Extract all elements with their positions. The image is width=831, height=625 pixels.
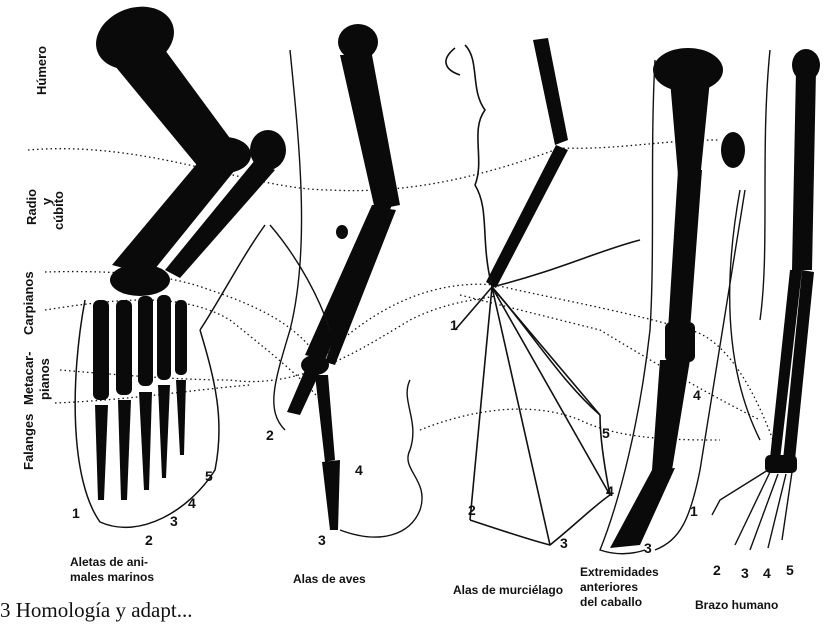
human-digit-5: 5: [786, 562, 794, 578]
label-carpianos: Carpianos: [22, 271, 35, 335]
flipper-digit-1: 1: [72, 505, 80, 521]
caption-horse-line-2: anteriores: [580, 580, 659, 595]
wing-bird: [287, 24, 400, 530]
caption-human-line-1: Brazo humano: [695, 598, 778, 613]
caption-flipper-line-2: males marinos: [70, 570, 154, 585]
horse-digit-4: 4: [693, 387, 701, 403]
bat-digit-1: 1: [450, 317, 458, 333]
label-metacarpianos-2: pianos: [38, 358, 51, 400]
flipper-digit-2: 2: [145, 532, 153, 548]
flipper-digit-5: 5: [205, 468, 213, 484]
label-humero: Húmero: [35, 46, 48, 95]
human-digit-3: 3: [741, 565, 749, 581]
flipper-digit-4: 4: [188, 495, 196, 511]
arm-human: [765, 49, 820, 473]
caption-horse-line-1: Extremidades: [580, 565, 659, 580]
caption-flipper-line-1: Aletas de ani-: [70, 555, 154, 570]
caption-flipper: Aletas de ani- males marinos: [70, 555, 154, 585]
human-digit-4: 4: [763, 565, 771, 581]
caption-horse: Extremidades anteriores del caballo: [580, 565, 659, 610]
label-cubito: cúbito: [52, 191, 65, 230]
caption-bat-line-1: Alas de murciélago: [453, 583, 563, 598]
caption-bird-line-1: Alas de aves: [293, 572, 366, 587]
bat-digit-2: 2: [468, 502, 476, 518]
flipper-digit-3: 3: [170, 513, 178, 529]
human-digit-2: 2: [713, 562, 721, 578]
bat-digit-5: 5: [602, 425, 610, 441]
leg-horse: [610, 48, 745, 548]
horse-digit-3: 3: [644, 540, 652, 556]
caption-horse-line-3: del caballo: [580, 595, 659, 610]
bat-digit-3: 3: [560, 535, 568, 551]
wing-bat: [446, 38, 640, 545]
caption-bird: Alas de aves: [293, 572, 366, 587]
bird-digit-2: 2: [266, 427, 274, 443]
bird-digit-4: 4: [355, 462, 363, 478]
bat-digit-4: 4: [606, 483, 614, 499]
label-falanges: Falanges: [22, 414, 35, 470]
caption-bat: Alas de murciélago: [453, 583, 563, 598]
figure-title: 3 Homología y adapt...: [0, 598, 192, 623]
bird-digit-3: 3: [318, 532, 326, 548]
label-metacarpianos-1: Metacar-: [22, 352, 35, 405]
human-hand: [712, 50, 792, 550]
flipper-marine-animal: [87, 0, 286, 500]
label-radio: Radio: [25, 189, 38, 225]
caption-human: Brazo humano: [695, 598, 778, 613]
human-digit-1: 1: [690, 503, 698, 519]
